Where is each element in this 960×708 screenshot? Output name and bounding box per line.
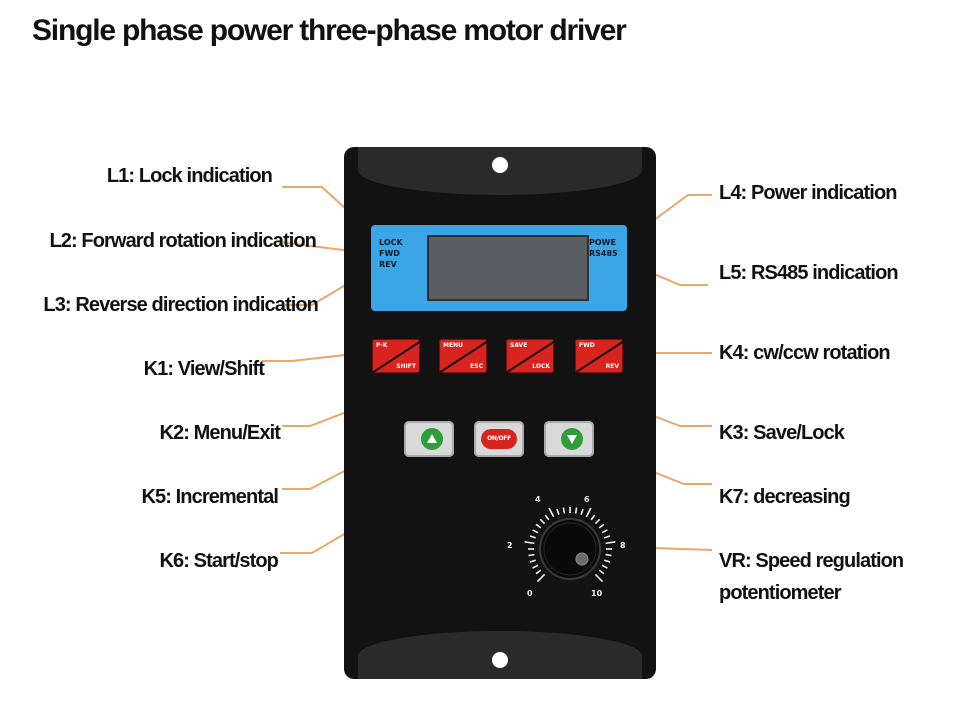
key-k2-bottom-label: ESC [470,363,483,370]
dial-tick [580,508,584,516]
indicator-power: POWE [589,238,616,247]
dial-label-0: 0 [527,589,533,598]
dial-tick [603,535,611,539]
dial-tick [532,529,539,534]
label-vr-line1: VR: Speed regulation [719,550,904,572]
label-k3: K3: Save/Lock [719,422,845,444]
label-l1: L1: Lock indication [106,165,273,187]
dial-tick [524,541,535,545]
knob-ring [543,522,597,576]
dial-tick [532,564,539,569]
screen-indicators-right: POWE RS485 [589,237,618,259]
key-k7-decrease[interactable] [544,421,594,457]
dial-label-10: 10 [591,589,603,598]
dial-tick [529,535,537,539]
key-k2-top-label: MENU [443,342,463,349]
knob-indicator [575,552,589,566]
dial-tick [548,507,555,518]
display-screen: LOCK FWD REV POWE RS485 [371,225,627,311]
dial-tick [536,573,546,583]
screen-indicators-left: LOCK FWD REV [379,237,403,270]
indicator-lock: LOCK [379,238,403,247]
page-title: Single phase power three-phase motor dri… [32,14,627,47]
mounting-hole-top [492,157,508,173]
dial-tick [544,514,550,521]
dial-tick [528,553,535,557]
up-arrow-icon [421,428,443,450]
dial-tick [539,518,546,525]
potentiometer-knob[interactable] [539,518,601,580]
label-l4: L4: Power indication [719,182,897,204]
label-k2: K2: Menu/Exit [159,422,280,444]
dial-label-4: 4 [535,495,541,504]
key-k4-bottom-label: REV [605,363,619,370]
key-k3-bottom-label: LOCK [532,363,550,370]
dial-tick [556,508,560,516]
indicator-fwd: FWD [379,249,400,258]
down-arrow-icon [561,428,583,450]
label-k1: K1: View/Shift [143,358,265,380]
dial-tick [535,569,542,575]
dial-tick [529,559,537,563]
label-k5: K5: Incremental [141,486,278,508]
key-k4-top-label: FWD [579,342,595,349]
dial-label-6: 6 [584,495,590,504]
key-k1-view-shift[interactable]: P-K SHIFT [372,339,420,373]
dial-tick [603,559,611,563]
key-k3-top-label: SAVE [510,342,528,349]
key-k5-increment[interactable] [404,421,454,457]
dial-tick [590,514,596,521]
key-k4-rotation[interactable]: FWD REV [575,339,623,373]
dial-tick [601,564,608,569]
key-k1-bottom-label: SHIFT [396,363,416,370]
onoff-label: ON/OFF [481,429,517,449]
lcd-window [427,235,589,301]
dial-tick [585,507,592,518]
dial-tick [594,573,604,583]
key-k1-top-label: P-K [376,342,388,349]
dial-scale-ticks [524,507,616,583]
dial-tick [562,507,566,514]
speed-potentiometer[interactable] [510,499,630,619]
dial-tick [601,529,608,534]
key-k2-menu-exit[interactable]: MENU ESC [439,339,487,373]
mounting-hole-bottom [492,652,508,668]
dial-tick [535,523,542,529]
dial-label-2: 2 [507,541,513,550]
label-l5: L5: RS485 indication [719,262,899,284]
key-k3-save-lock[interactable]: SAVE LOCK [506,339,554,373]
dial-tick [574,507,578,514]
indicator-rs485: RS485 [589,249,618,258]
label-k4: K4: cw/ccw rotation [719,342,891,364]
dial-tick [598,569,605,575]
indicator-rev: REV [379,260,397,269]
dial-tick [598,523,605,529]
label-l3: L3: Reverse direction indication [43,294,319,316]
dial-tick [594,518,601,525]
key-k6-start-stop[interactable]: ON/OFF [474,421,524,457]
dial-tick [605,541,616,545]
label-l2: L2: Forward rotation indication [49,230,316,252]
label-k6: K6: Start/stop [159,550,278,572]
label-vr-line2: potentiometer [719,582,842,604]
dial-tick [605,553,612,557]
control-panel: LOCK FWD REV POWE RS485 P-K SHIFT MENU E… [344,147,656,679]
label-k7: K7: decreasing [719,486,851,508]
dial-label-8: 8 [620,541,626,550]
